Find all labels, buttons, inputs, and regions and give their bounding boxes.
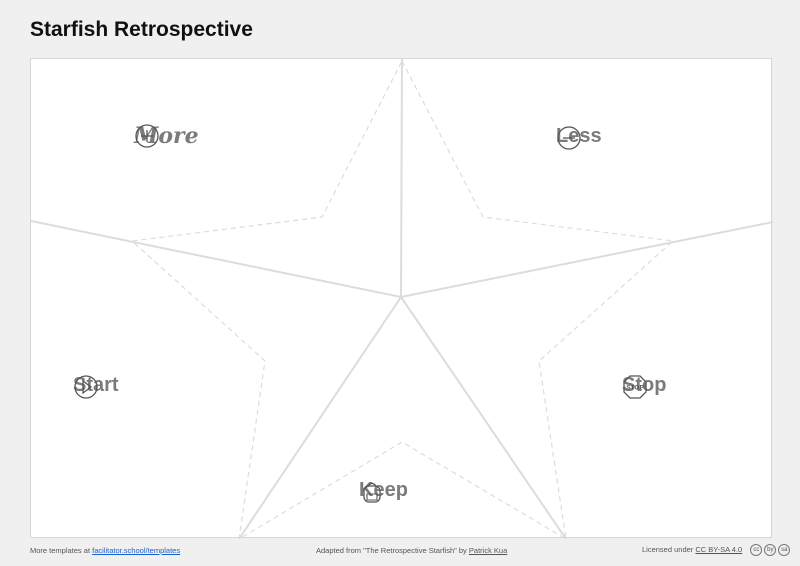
- section-dividers: [31, 59, 773, 539]
- backpack-icon: [363, 482, 381, 503]
- dashed-star-outline: [130, 59, 675, 539]
- license-link[interactable]: CC BY-SA 4.0: [695, 544, 743, 554]
- by-icon: by: [764, 544, 777, 556]
- section-start-label: Start: [73, 374, 119, 396]
- section-more[interactable]: More: [134, 123, 199, 149]
- starfish-diagram: [31, 59, 773, 539]
- section-keep[interactable]: Keep: [359, 479, 408, 503]
- plus-circle-icon: [135, 124, 159, 148]
- templates-link[interactable]: facilitator.school/templates: [92, 546, 181, 555]
- section-start[interactable]: Start: [73, 374, 119, 399]
- author-link[interactable]: Patrick Kua: [468, 546, 508, 555]
- license-badges: cc by sa: [750, 544, 791, 556]
- page-title: Starfish Retrospective: [30, 18, 253, 41]
- stop-sign-text: STOP: [626, 385, 644, 392]
- cc-icon: cc: [750, 544, 763, 556]
- sa-icon: sa: [778, 544, 791, 556]
- footer-left: More templates at facilitator.school/tem…: [30, 546, 180, 555]
- section-keep-label: Keep: [359, 479, 408, 501]
- section-stop-label: Stop: [622, 374, 667, 396]
- footer-right-text: Licensed under: [642, 544, 694, 554]
- section-stop[interactable]: STOP Stop: [622, 374, 667, 399]
- stop-sign-icon: STOP: [623, 375, 647, 399]
- section-less[interactable]: Less: [556, 125, 602, 150]
- starfish-board[interactable]: More Less Start STOP Stop Keep: [30, 58, 773, 539]
- play-circle-icon: [74, 375, 98, 399]
- footer-center: Adapted from "The Retrospective Starfish…: [316, 546, 507, 555]
- footer-right: Licensed under CC BY-SA 4.0 cc by sa: [642, 544, 791, 556]
- section-less-label: Less: [556, 125, 602, 147]
- minus-circle-icon: [557, 126, 581, 150]
- footer-left-text: More templates at: [30, 546, 91, 555]
- footer-center-text: Adapted from "The Retrospective Starfish…: [316, 546, 467, 555]
